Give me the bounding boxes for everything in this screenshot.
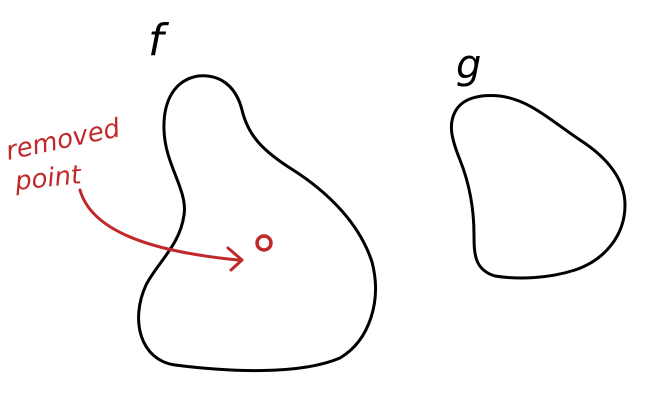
removed-point-marker [255,234,273,252]
annotation-line-removed: removed [3,113,123,167]
label-g: g [456,42,481,88]
annotation-line-point: point [13,160,84,197]
annotation-arrowhead [226,246,244,272]
label-f: f [148,15,170,66]
region-g-outline [449,94,627,280]
annotation-arrow [78,188,240,262]
region-f-outline [137,74,377,373]
